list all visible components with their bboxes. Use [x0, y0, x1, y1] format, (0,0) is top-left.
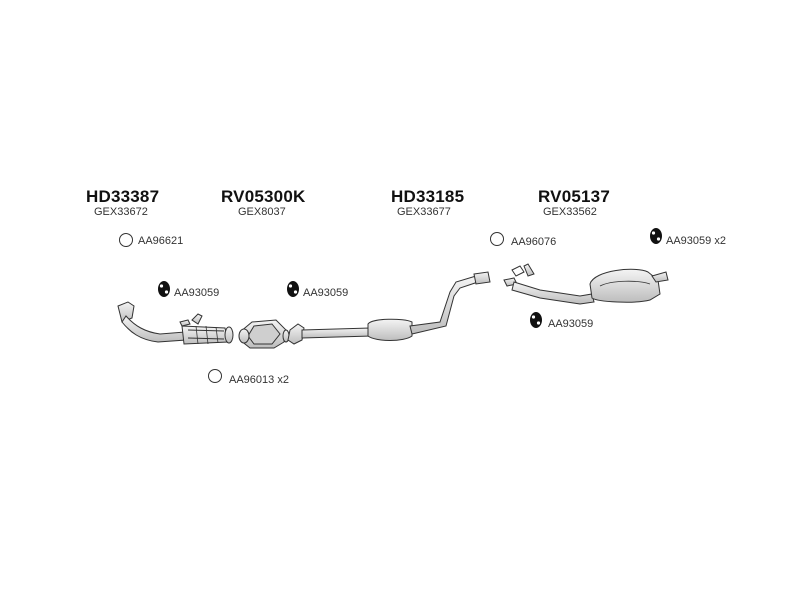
oem-code-front-pipe: GEX33672	[94, 206, 148, 218]
oem-code-catalytic-converter: GEX8037	[238, 206, 286, 218]
rear-silencer	[503, 265, 669, 305]
part-code-catalytic-converter: RV05300K	[221, 187, 306, 206]
oem-code-rear-silencer: GEX33562	[543, 206, 597, 218]
accessory-label-hanger-mid: AA93059	[303, 287, 349, 299]
gasket-ring-icon	[490, 232, 504, 246]
front-pipe	[117, 301, 234, 345]
pipe-bracket	[191, 313, 203, 325]
accessory-label-hanger-right-top: AA93059 x2	[666, 235, 726, 247]
gasket-ring-icon	[208, 369, 222, 383]
accessory-label-hanger-left: AA93059	[174, 287, 220, 299]
silencer-bracket	[523, 263, 535, 277]
accessory-label-ring-bottom: AA96013 x2	[229, 374, 289, 386]
part-code-middle-pipe: HD33185	[391, 187, 465, 206]
part-code-front-pipe: HD33387	[86, 187, 160, 206]
rubber-hanger-icon	[287, 281, 299, 297]
accessory-label-hanger-right-low: AA93059	[548, 318, 594, 330]
oem-code-middle-pipe: GEX33677	[397, 206, 451, 218]
rubber-hanger-icon	[530, 312, 542, 328]
rubber-hanger-icon	[158, 281, 170, 297]
part-code-rear-silencer: RV05137	[538, 187, 610, 206]
accessory-label-ring-left: AA96621	[138, 235, 184, 247]
catalytic-converter	[238, 319, 290, 349]
accessory-label-ring-right: AA96076	[511, 236, 557, 248]
middle-pipe	[287, 271, 491, 345]
gasket-ring-icon	[119, 233, 133, 247]
rubber-hanger-icon	[650, 228, 662, 244]
